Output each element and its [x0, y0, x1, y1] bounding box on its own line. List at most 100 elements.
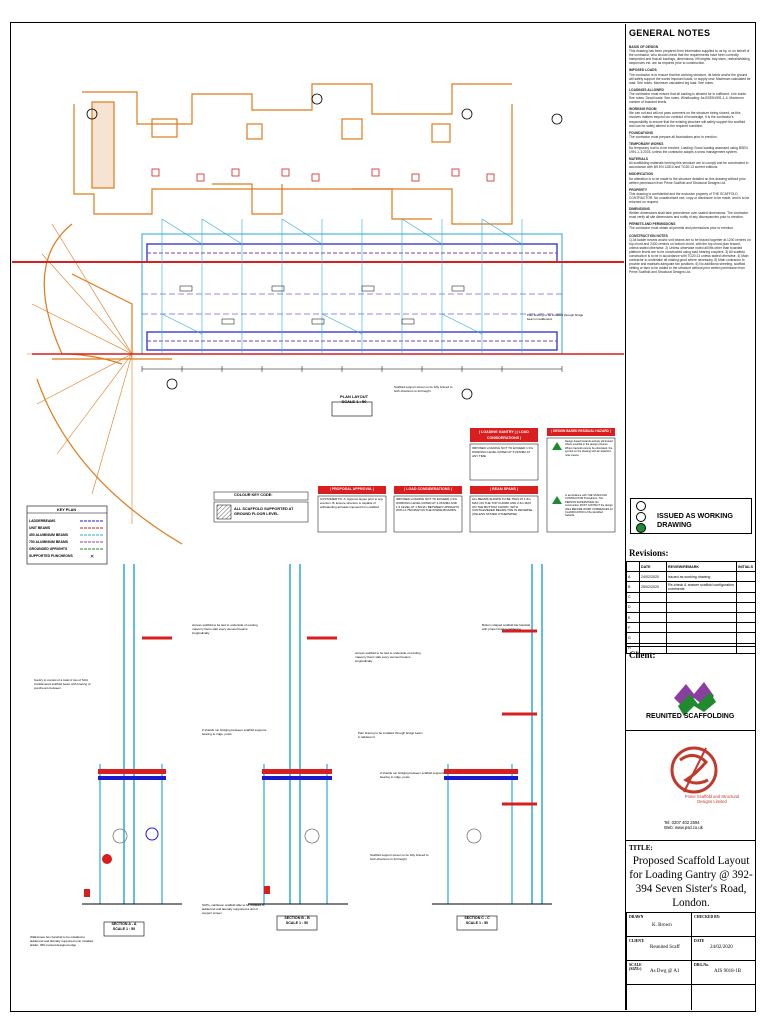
drawn-label: DRAWN — [629, 915, 644, 919]
prime-scaffold-logo — [670, 746, 718, 794]
cell — [639, 601, 667, 613]
cell — [736, 642, 756, 654]
note-body: This drawing is confidential and the exc… — [629, 191, 750, 204]
table-header — [626, 560, 640, 573]
drawing-sheet-border — [10, 22, 756, 1012]
title-block-grid: DRAWN K. Brown CHECKED BY: CLIENT: Reuni… — [626, 912, 756, 1010]
hazard-text-1: Design based hazards actively eliminated… — [565, 440, 613, 457]
cell — [736, 601, 756, 613]
status-lamp-icon — [636, 523, 646, 533]
beam-spans-title: | BEAM SPANS | — [490, 487, 518, 491]
cell: 25/02/2020 — [639, 581, 667, 593]
section-b-label: SECTION B - B — [284, 916, 310, 920]
issue-stamp: ISSUED AS WORKING DRAWING — [630, 498, 752, 534]
cell — [736, 591, 756, 603]
drawing-no-value: AJS 9018-1B — [714, 969, 742, 974]
title-label: TITLE: — [629, 844, 653, 852]
designer-web: Web: www.psd.co.uk — [664, 825, 703, 830]
note-a-2: Gantry to consist of a total of two of S… — [34, 678, 91, 690]
note-a-1: Access scaffold to be tied to underside … — [192, 623, 258, 635]
status-lamp-icon — [636, 512, 646, 522]
project-title: Proposed Scaffold Layout for Loading Gan… — [629, 855, 753, 909]
beam-spans-text: ALL BEAMS SHOWN TO BE 750/1.07 1.5m MAX … — [472, 497, 533, 517]
beam-tags — [179, 285, 465, 325]
key-item: LADDERBEAMS — [29, 519, 56, 523]
key-item: 450 ALUMINIUM BEAMS — [29, 533, 69, 537]
section-a-label: SECTION A - A — [111, 922, 137, 926]
table-row: G — [626, 632, 756, 644]
status-lamp-icon — [636, 501, 646, 511]
cell — [639, 622, 667, 634]
plan-scale: SCALE 1 : 50 — [341, 399, 367, 404]
note-heading: IMPOSED LOADS — [629, 68, 657, 73]
cell — [736, 571, 756, 583]
key-plan-title: KEY PLAN — [57, 508, 77, 512]
cell: Issued as working drawing — [666, 571, 737, 583]
colour-key — [213, 491, 309, 523]
hazard-markers — [151, 168, 495, 182]
table-header: REVIEW/REMARK — [666, 560, 737, 573]
cell: F — [626, 622, 640, 634]
general-notes: BASIS OF DESIGN This drawing has been pr… — [629, 42, 751, 275]
cell: A — [626, 571, 640, 583]
note-heading: PERMITS AND PERMISSIONS — [629, 222, 676, 227]
designer-name: Prime Scaffold and Structural Designs Li… — [684, 794, 740, 804]
table-header: INITIALS — [736, 560, 756, 573]
key-plan-items: LADDERBEAMS UNIT BEAMS 450 ALUMINIUM BEA… — [29, 518, 73, 560]
table-row: E — [626, 611, 756, 624]
cell — [666, 611, 737, 624]
note-heading: LOADINGS ALLOWED — [629, 87, 664, 92]
cell — [666, 622, 737, 634]
scale-label: SCALE (SIZE:) — [629, 963, 642, 971]
note-heading: BASIS OF DESIGN — [629, 45, 659, 49]
svg-text:✕: ✕ — [90, 554, 94, 560]
note-heading: MODIFICATION — [629, 172, 653, 177]
colour-key-text: ALL SCAFFOLD SUPPORTED AT GROUND FLOOR L… — [234, 507, 294, 516]
hazard-title: | DESIGN BASED RESIDUAL HAZARD | — [551, 429, 611, 433]
general-notes-title: GENERAL NOTES — [629, 28, 711, 38]
note-body: We can not and will not pass comment on … — [629, 111, 746, 128]
cell: C — [626, 591, 640, 603]
scale-value: As Dwg @ A1 — [650, 969, 680, 974]
section-a — [82, 564, 182, 905]
date-label: DATE — [694, 939, 705, 943]
cell — [639, 611, 667, 624]
colour-key-title: COLOUR KEY CODE: — [234, 493, 273, 497]
drawing-no-label: DRG.No. — [694, 963, 709, 967]
cell — [736, 622, 756, 634]
cell: D — [626, 601, 640, 613]
divider — [626, 646, 756, 647]
note-heading: MATERIALS — [629, 157, 648, 162]
cell: 24/02/2020 — [639, 571, 667, 583]
note-b-2: Z shields run bridging between scaffold … — [202, 728, 267, 736]
cell: Re-check & answer scaffold configuration… — [666, 581, 737, 593]
reunited-scaffolding-logo — [674, 682, 716, 716]
cell — [639, 591, 667, 603]
section-markers — [86, 93, 563, 400]
note-a-3: Walk-brace box handrail to be installed … — [30, 935, 94, 947]
table-row: C — [626, 591, 756, 603]
cell: G — [626, 632, 640, 644]
cell: B — [626, 581, 640, 593]
key-plan: ✕ — [26, 505, 108, 565]
client-label: CLIENT: — [629, 939, 645, 943]
issue-stamp-text: ISSUED AS WORKING DRAWING — [657, 511, 734, 529]
cell — [736, 611, 756, 624]
divider — [626, 840, 756, 841]
key-item: GROUNDED UPRIGHTS — [29, 547, 68, 551]
note-c-1: Bottom shaped scaffold bar handrail with… — [482, 623, 530, 631]
note-body: All scaffolding materials forming this s… — [629, 161, 749, 170]
note-body: No alteration is to be made to the struc… — [629, 176, 746, 185]
checked-label: CHECKED BY: — [694, 915, 721, 919]
note-heading: DIMENSIONS — [629, 207, 650, 212]
title-block: GENERAL NOTES BASIS OF DESIGN This drawi… — [625, 24, 756, 1010]
note-body: The contractor is to ensure that the wor… — [629, 72, 751, 85]
load-cons-text: IMPOSED LOADING NOT TO EXCEED 1 KG WORKI… — [396, 497, 459, 513]
table-row: H — [626, 642, 756, 654]
note-plan-2: Scaffold support screen to be fully brac… — [394, 385, 453, 393]
section-a-scale: SCALE 1 : 50 — [112, 927, 136, 931]
section-b-scale: SCALE 1 : 50 — [285, 921, 309, 925]
divider — [626, 730, 756, 731]
